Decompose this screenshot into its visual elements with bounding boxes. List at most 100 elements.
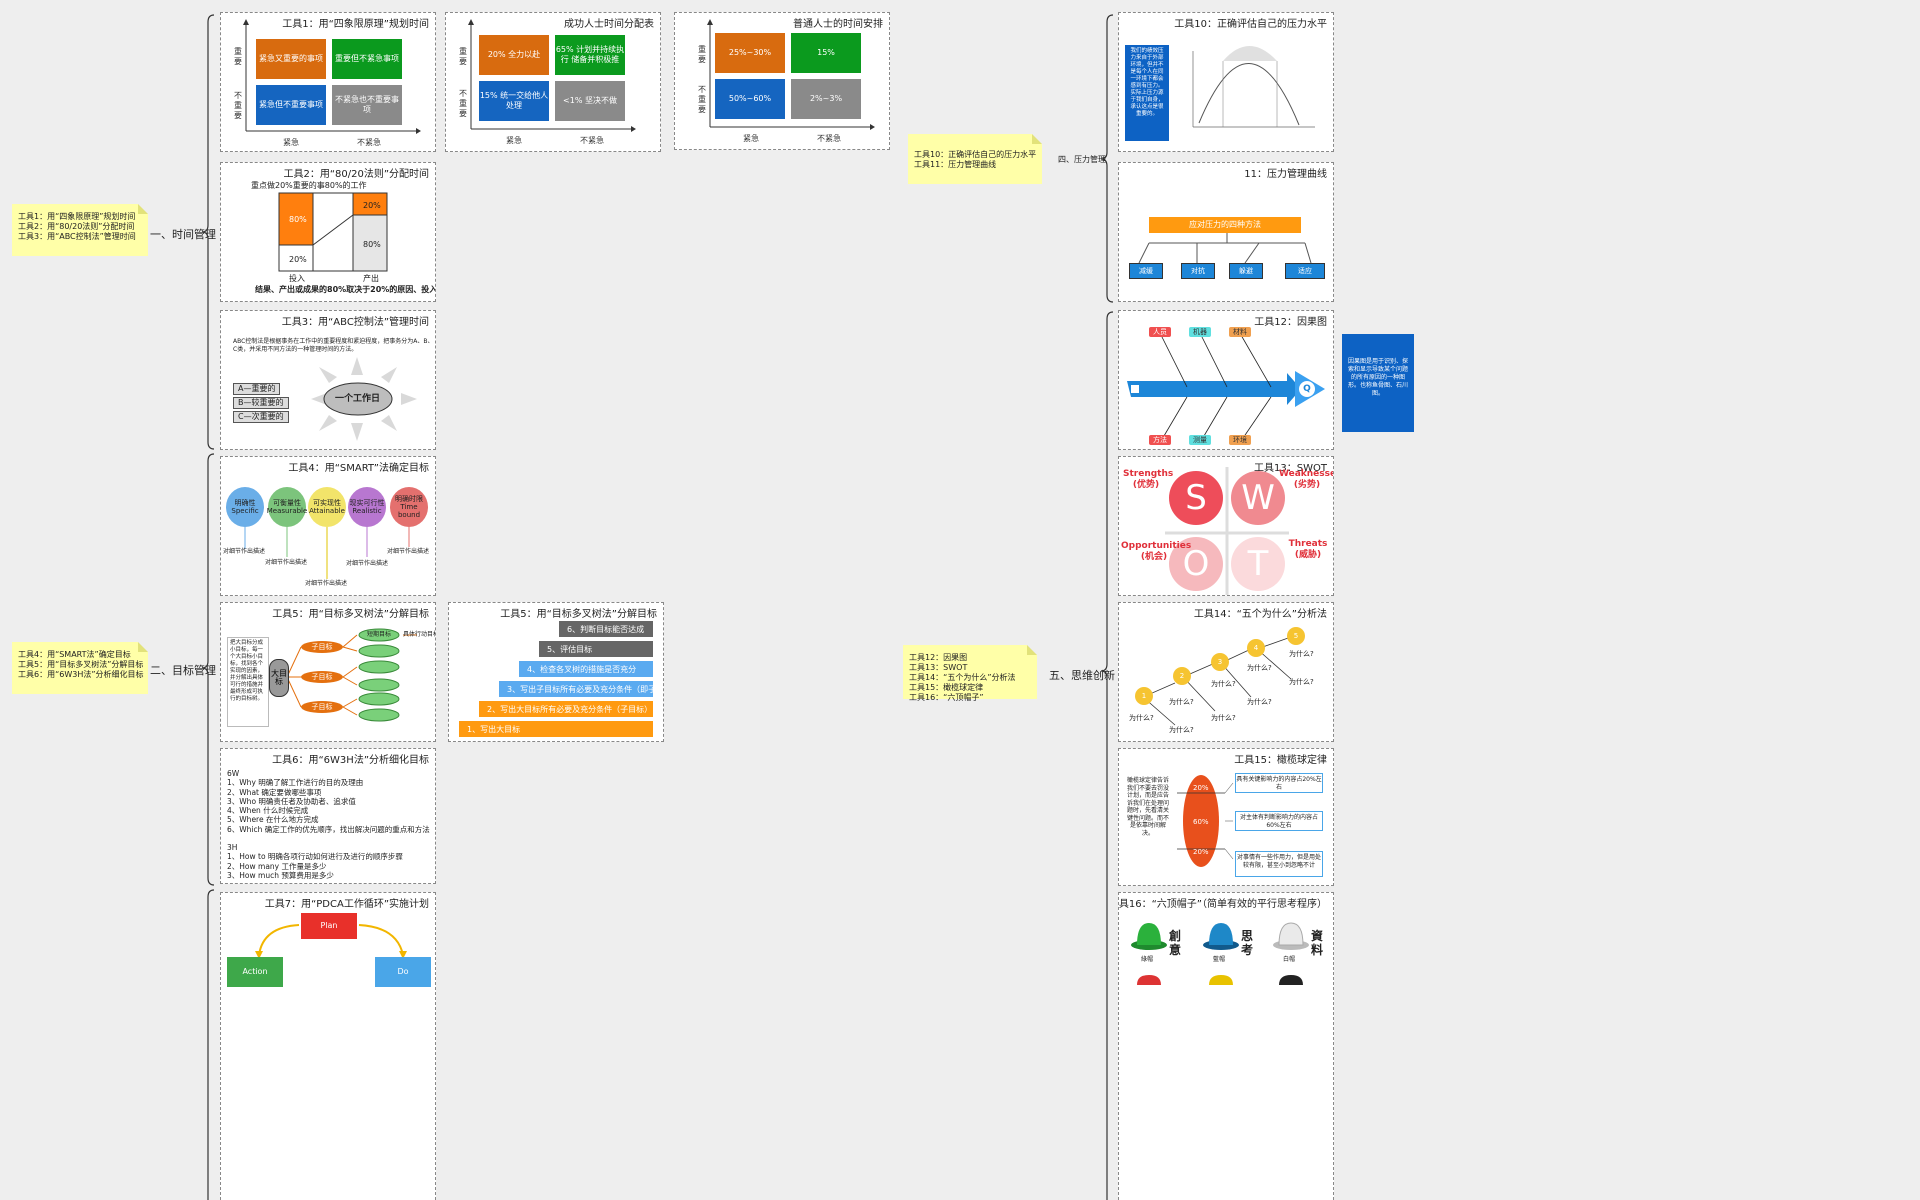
cause-top: 人员 <box>1149 327 1171 337</box>
note-line: 工具12：因果图 <box>909 653 968 662</box>
rugby-pct-mid: 60% <box>1193 818 1209 826</box>
swot-w: W <box>1231 471 1285 525</box>
leaf-node: 减缓 <box>1129 263 1163 279</box>
tool5b-card: 工具5：用“目标多叉树法”分解目标 6、判断目标能否达成 5、评估目标 4、检查… <box>448 602 664 742</box>
quadrant-q1: 25%~30% <box>715 33 785 73</box>
pdca-plan: Plan <box>301 913 357 939</box>
note-line: 工具2：用“80/20法则”分配时间 <box>18 222 135 231</box>
card-title: 工具16：“六顶帽子”（简单有效的平行思考程序） <box>1118 899 1327 910</box>
why-label: 为什么? <box>1169 698 1194 706</box>
topic-stress[interactable]: 四、压力管理 <box>1058 155 1106 164</box>
card-title: 工具6：用“6W3H法”分析细化目标 <box>272 755 429 766</box>
w3h-line: 3、How much 预算费用是多少 <box>227 870 334 880</box>
tree-lines <box>1138 233 1312 264</box>
x-label-right: 不紧急 <box>357 138 381 147</box>
bracket-goal <box>201 453 215 886</box>
sub-goal: 子目标 <box>301 641 343 653</box>
why-step-1: 1 <box>1135 687 1153 705</box>
cause-top: 材料 <box>1229 327 1251 337</box>
tool7-card: 工具7：用“PDCA工作循环”实施计划 Plan Action Do <box>220 892 436 1200</box>
cause-top: 机器 <box>1189 327 1211 337</box>
topic-goal[interactable]: 二、目标管理 <box>150 664 216 677</box>
tool16-card: 工具16：“六顶帽子”（简单有效的平行思考程序） 創意 思考 資料 綠帽 藍帽 … <box>1118 892 1334 1200</box>
smart-measurable: 可衡量性 Measurable <box>267 487 307 527</box>
why-step-3: 3 <box>1211 653 1229 671</box>
swot-w-label: Weaknesses (劣势) <box>1279 469 1333 490</box>
note-line: 工具4：用“SMART法”确定目标 <box>18 650 131 659</box>
fish-head-label: Q <box>1299 381 1315 397</box>
abc-c: C—次重要的 <box>233 411 289 423</box>
rugby-pct-bot: 20% <box>1193 848 1209 856</box>
note-line: 工具13：SWOT <box>909 663 968 672</box>
quadrant-q2: 15% <box>791 33 861 73</box>
smart-attainable: 可实现性 Attainable <box>308 487 346 527</box>
axes <box>243 19 421 134</box>
note-time: 工具1：用“四象限原理”规划时间 工具2：用“80/20法则”分配时间 工具3：… <box>12 204 148 256</box>
cause-bottom: 测量 <box>1189 435 1211 445</box>
abc-b: B—较重要的 <box>233 397 289 409</box>
pdca-action: Action <box>227 957 283 987</box>
blue-hat-icon <box>1203 923 1239 950</box>
quadrant-important: 重要但不紧急事项 <box>332 39 402 79</box>
smart-desc: 对细节作出描述 <box>265 559 308 566</box>
tool1c-card: 普通人士的时间安排 25%~30% 15% 50%~60% 2%~3% 重要 不… <box>674 12 890 150</box>
w3h-line: 4、When 什么时候完成 <box>227 806 309 816</box>
note-goal: 工具4：用“SMART法”确定目标 工具5：用“目标多叉树法”分解目标 工具6：… <box>12 642 148 694</box>
tool2-card: 工具2：用“80/20法则”分配时间 重点做20%重要的事80%的工作 80% … <box>220 162 436 302</box>
pdca-do: Do <box>375 957 431 987</box>
card-title: 成功人士时间分配表 <box>564 19 654 30</box>
quadrant-q3: 50%~60% <box>715 79 785 119</box>
tool10-card: 工具10：正确评估自己的压力水平 我们的绩效压力来自于外部环境，但并不是每个人在… <box>1118 12 1334 152</box>
hat-caption: 藍帽 <box>1213 956 1226 963</box>
card-title: 工具13：SWOT <box>1254 463 1327 474</box>
rugby-box-2: 对主体有判断影响力的内容占60%左右 <box>1235 811 1323 831</box>
pdca-arrows <box>255 924 407 959</box>
card-title: 工具15：橄榄球定律 <box>1234 755 1327 766</box>
card-title: 工具7：用“PDCA工作循环”实施计划 <box>264 899 429 910</box>
x-label-right: 不紧急 <box>580 136 604 145</box>
leaf-label: 短期目标 <box>367 631 392 638</box>
quadrant-urgent-important: 紧急又重要的事项 <box>256 39 326 79</box>
cause-bottom: 方法 <box>1149 435 1171 445</box>
swot-o-label: Opportunities (机会) <box>1121 541 1192 562</box>
step-1: 1、写出大目标 <box>459 721 653 737</box>
card-title: 工具4：用“SMART”法确定目标 <box>288 463 429 474</box>
stress-desc: 我们的绩效压力来自于外部环境，但并不是每个人在同一环境下都会感到有压力。实际上压… <box>1125 45 1169 141</box>
tool6-card: 工具6：用“6W3H法”分析细化目标 6W 1、Why 明确了解工作进行的目的及… <box>220 748 436 884</box>
pareto-graphic <box>278 192 388 272</box>
smart-desc: 对细节作出描述 <box>223 548 266 555</box>
green-hat-icon <box>1131 923 1167 950</box>
step-5: 5、评估目标 <box>539 641 653 657</box>
sub-goal: 子目标 <box>301 671 343 683</box>
topic-think[interactable]: 五、思维创新 <box>1049 669 1115 682</box>
sun-graphic <box>311 357 417 441</box>
step-3: 3、写出子目标所有必要及充分条件（即子目标） <box>499 681 663 697</box>
leaf-node: 适应 <box>1285 263 1325 279</box>
note-stress: 工具10：正确评估自己的压力水平 工具11：压力管理曲线 <box>908 134 1042 184</box>
why-step-5: 5 <box>1287 627 1305 645</box>
card-title: 工具5：用“目标多叉树法”分解目标 <box>500 609 657 620</box>
w3h-line: 3、Who 明确责任者及协助者、追求值 <box>227 796 356 806</box>
quadrant-q4: <1% 坚决不做 <box>555 81 625 121</box>
topic-time[interactable]: 一、时间管理 <box>150 228 216 241</box>
axes <box>707 19 875 130</box>
desc-line: C类，并采用不同方法的一种管理时间的方法。 <box>233 346 358 353</box>
black-hat-icon <box>1279 975 1303 985</box>
bracket-think <box>1100 311 1114 1200</box>
leaf-action: 具体行动目标 <box>403 631 436 638</box>
swot-s-label: Strengths (优势) <box>1123 469 1174 490</box>
w3h-line: 6、Which 确定工作的优先顺序，找出解决问题的重点和方法 <box>227 824 430 834</box>
card-title: 工具2：用“80/20法则”分配时间 <box>283 169 429 180</box>
w3h-line: 5、Where 在什么地方完成 <box>227 815 319 825</box>
caption: 结果、产出或成果的80%取决于20%的原因、投入和努力 <box>255 285 435 294</box>
x-label-right: 不紧急 <box>817 134 841 143</box>
white-hat-icon <box>1273 922 1309 950</box>
card-title: 普通人士的时间安排 <box>793 19 883 30</box>
note-line: 工具1：用“四象限原理”规划时间 <box>18 212 136 221</box>
x-label-left: 紧急 <box>283 138 299 147</box>
desc-line: ABC控制法是根据事务在工作中的重要程度和紧迫程度，把事务分为A、B、 <box>233 338 434 345</box>
why-label: 为什么? <box>1211 714 1236 722</box>
why-label: 为什么? <box>1129 714 1154 722</box>
swot-axes <box>1165 467 1289 595</box>
hat-word: 創意 <box>1169 929 1182 957</box>
